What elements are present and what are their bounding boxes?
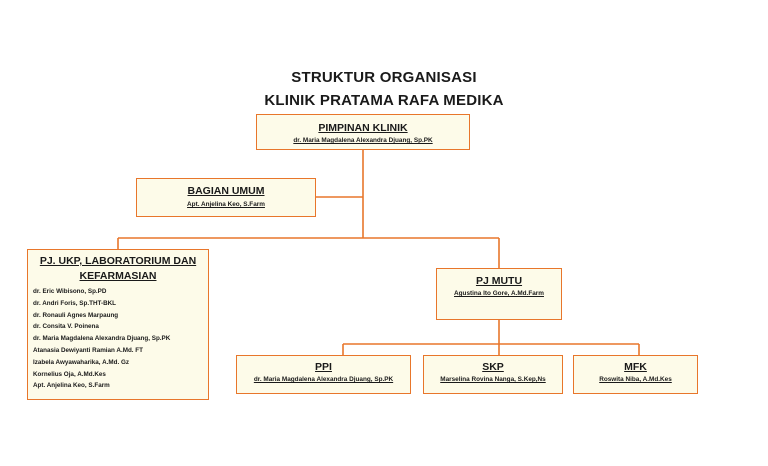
pj-ukp-title-line1: PJ. UKP, LABORATORIUM DAN xyxy=(39,255,197,267)
list-item: Atanasia Dewiyanti Ramian A.Md. FT xyxy=(33,346,143,354)
mfk-name: Roswita Niba, A.Md.Kes xyxy=(599,376,672,383)
ppi-title: PPI xyxy=(315,361,332,373)
pj-mutu-title: PJ MUTU xyxy=(475,275,523,287)
mfk-box: MFK Roswita Niba, A.Md.Kes xyxy=(573,355,698,394)
chart-title-line1: STRUKTUR ORGANISASI xyxy=(291,69,477,86)
skp-name: Marselina Rovina Nanga, S.Kep,Ns xyxy=(440,376,546,383)
chart-title-line2: KLINIK PRATAMA RAFA MEDIKA xyxy=(264,92,504,109)
skp-box: SKP Marselina Rovina Nanga, S.Kep,Ns xyxy=(423,355,563,394)
skp-title: SKP xyxy=(482,361,504,373)
pj-mutu-name: Agustina Ito Gore, A.Md.Farm xyxy=(454,290,544,297)
pj-ukp-member-list: dr. Eric Wibisono, Sp.PD dr. Andri Foris… xyxy=(33,286,208,392)
ppi-box: PPI dr. Maria Magdalena Alexandra Djuang… xyxy=(236,355,411,394)
list-item: Apt. Anjelina Keo, S.Farm xyxy=(33,382,110,390)
list-item: Izabela Awyawaharika, A.Md. Gz xyxy=(33,358,130,366)
pimpinan-name: dr. Maria Magdalena Alexandra Djuang, Sp… xyxy=(293,137,433,144)
pimpinan-klinik-box: PIMPINAN KLINIK dr. Maria Magdalena Alex… xyxy=(256,114,470,150)
list-item: dr. Maria Magdalena Alexandra Djuang, Sp… xyxy=(33,335,171,343)
list-item: dr. Eric Wibisono, Sp.PD xyxy=(33,288,107,295)
pimpinan-title: PIMPINAN KLINIK xyxy=(318,122,408,134)
bagian-umum-box: BAGIAN UMUM Apt. Anjelina Keo, S.Farm xyxy=(136,178,316,217)
list-item: Kornelius Oja, A.Md.Kes xyxy=(33,370,106,378)
mfk-title: MFK xyxy=(624,361,647,373)
list-item: dr. Consita V. Poinena xyxy=(33,323,99,331)
pj-ukp-box: PJ. UKP, LABORATORIUM DAN KEFARMASIAN dr… xyxy=(27,249,209,400)
bagian-umum-title: BAGIAN UMUM xyxy=(187,185,265,197)
pj-ukp-title-line2: KEFARMASIAN xyxy=(79,270,157,282)
list-item: dr. Ronauli Agnes Marpaung xyxy=(33,311,119,319)
pj-ukp-title: PJ. UKP, LABORATORIUM DAN KEFARMASIAN xyxy=(28,254,208,284)
pj-mutu-box: PJ MUTU Agustina Ito Gore, A.Md.Farm xyxy=(436,268,562,320)
list-item: dr. Andri Foris, Sp.THT-BKL xyxy=(33,299,117,307)
bagian-umum-name: Apt. Anjelina Keo, S.Farm xyxy=(187,201,265,208)
ppi-name: dr. Maria Magdalena Alexandra Djuang, Sp… xyxy=(253,376,394,383)
